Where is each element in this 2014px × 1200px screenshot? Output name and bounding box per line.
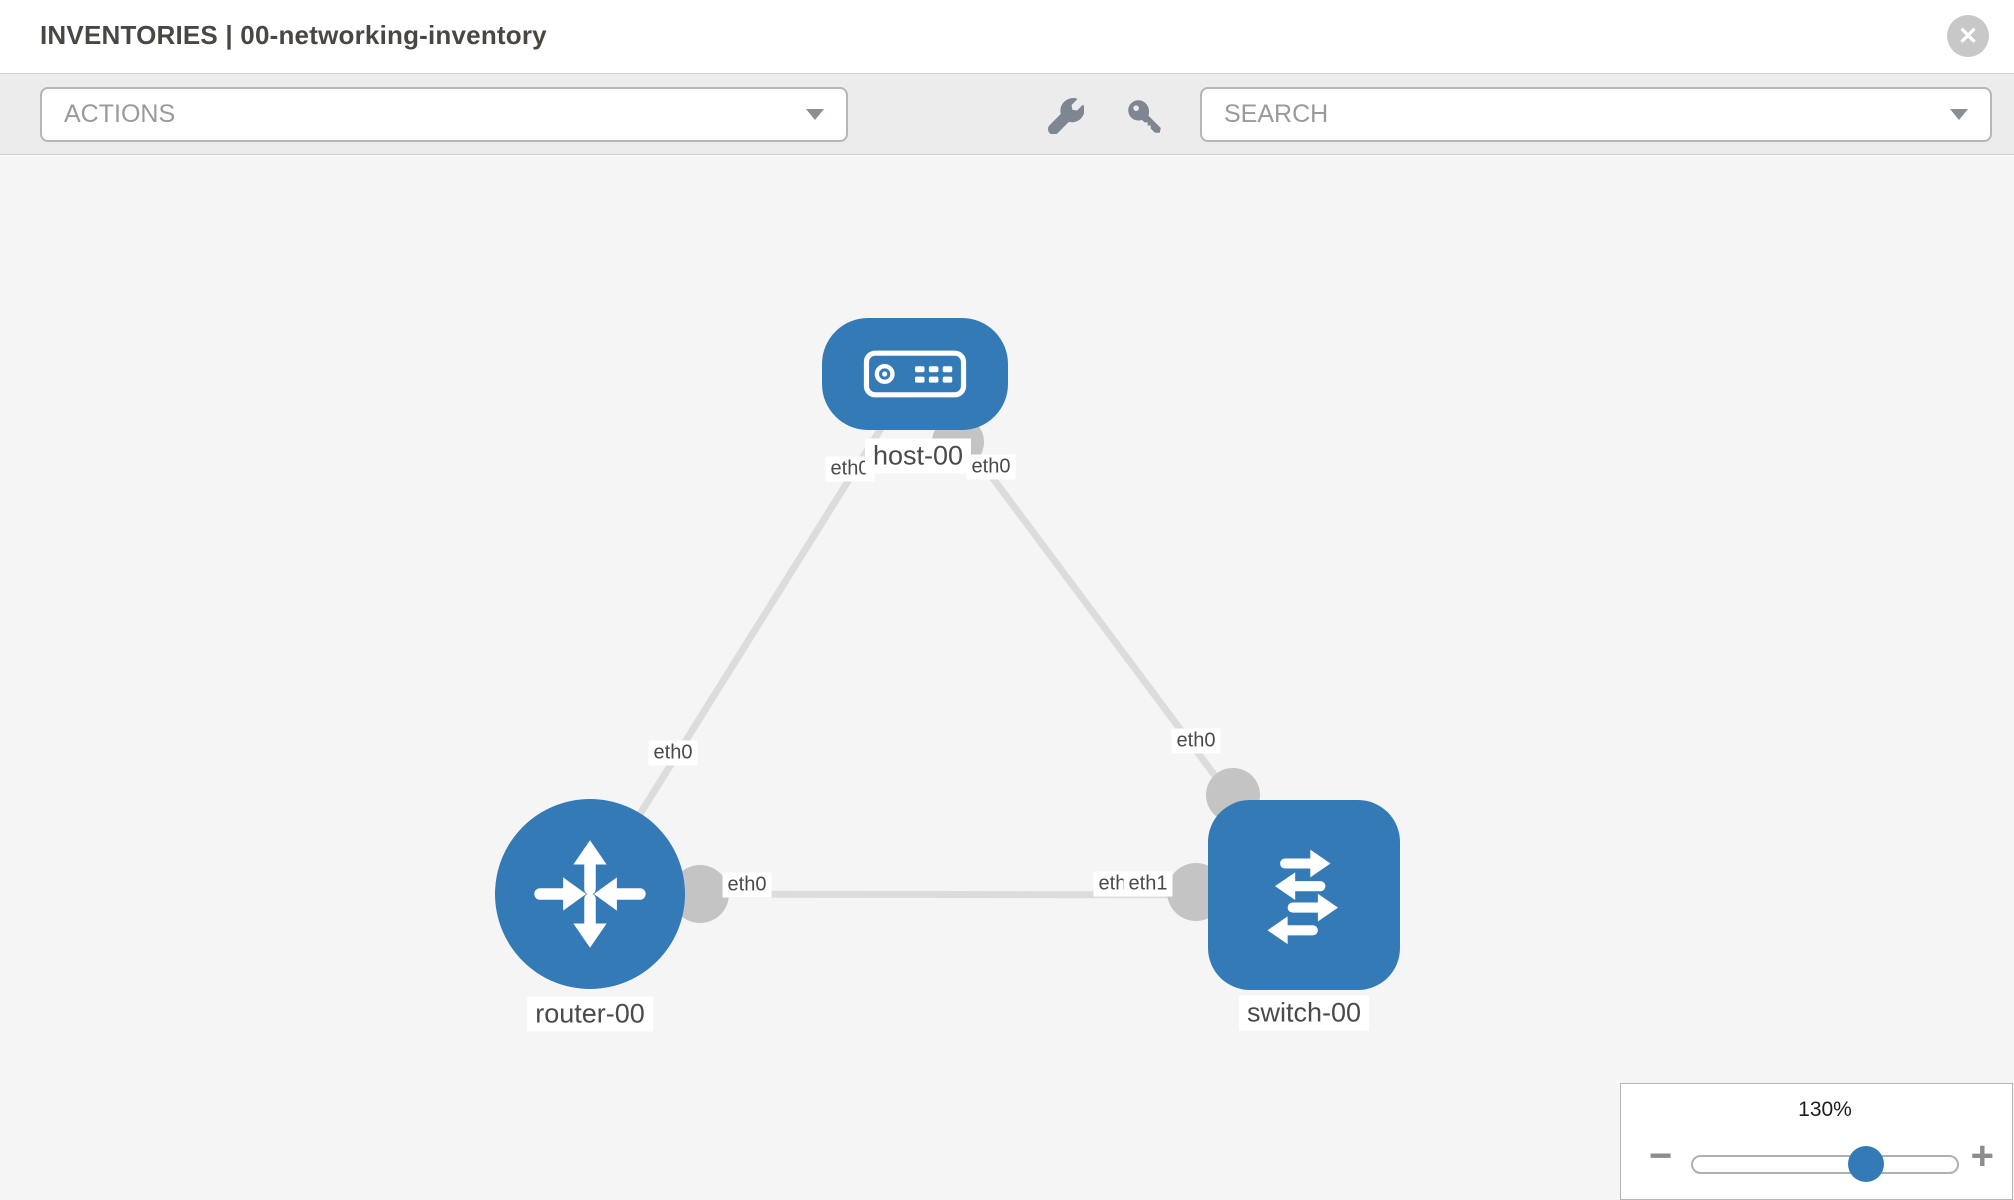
actions-dropdown-label: ACTIONS — [64, 100, 176, 128]
interface-label-switch-left-front: eth1 — [1123, 871, 1173, 897]
host-icon — [863, 350, 967, 398]
chevron-down-icon — [806, 109, 824, 120]
interface-label-router-right: eth0 — [722, 872, 772, 898]
toolbar: ACTIONS SEARCH — [0, 73, 2014, 155]
zoom-in-button[interactable]: + — [1970, 1134, 1994, 1178]
zoom-control-panel: 130% − + — [1620, 1083, 2013, 1200]
node-label-router: router-00 — [527, 996, 653, 1032]
zoom-slider[interactable] — [1691, 1146, 1959, 1182]
header-bar: INVENTORIES | 00-networking-inventory ✕ — [0, 0, 2014, 73]
switch-icon — [1267, 849, 1339, 945]
search-dropdown[interactable]: SEARCH — [1200, 87, 1992, 142]
search-dropdown-label: SEARCH — [1224, 100, 1329, 128]
node-router-00[interactable] — [495, 799, 685, 989]
topology-links — [587, 371, 1307, 899]
interface-label-switch-top: eth0 — [1171, 728, 1221, 754]
actions-dropdown[interactable]: ACTIONS — [40, 87, 848, 142]
chevron-down-icon — [1950, 109, 1968, 120]
node-label-host: host-00 — [864, 438, 972, 474]
node-host-00[interactable] — [822, 318, 1008, 430]
zoom-level-value: 130% — [1798, 1098, 1852, 1121]
close-icon[interactable]: ✕ — [1947, 15, 1989, 57]
router-icon — [534, 840, 646, 948]
wrench-icon[interactable] — [1048, 98, 1084, 134]
node-label-switch: switch-00 — [1238, 995, 1370, 1031]
page-title: INVENTORIES | 00-networking-inventory — [40, 20, 547, 50]
interface-label-router-uplink: eth0 — [648, 740, 698, 766]
zoom-out-button[interactable]: − — [1649, 1134, 1673, 1178]
zoom-slider-thumb[interactable] — [1848, 1146, 1884, 1182]
topology-canvas[interactable]: eth0 host-00 eth0 eth0 eth0 eth0 eth1 et… — [0, 156, 2014, 1200]
key-icon[interactable] — [1126, 98, 1162, 134]
node-switch-00[interactable] — [1208, 800, 1400, 990]
interface-label-host-right: eth0 — [966, 454, 1016, 480]
